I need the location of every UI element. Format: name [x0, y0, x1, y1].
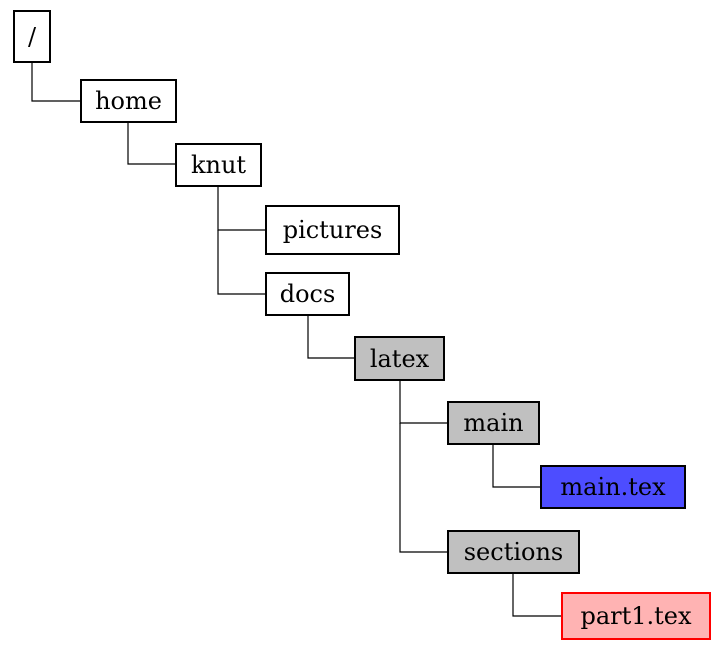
- folder-node-docs[interactable]: docs: [265, 272, 350, 316]
- edge-root-home: [31, 63, 80, 102]
- edge-sections-part1: [512, 574, 561, 617]
- folder-node-pictures[interactable]: pictures: [265, 205, 400, 255]
- folder-node-sections[interactable]: sections: [447, 530, 580, 574]
- file-node-part1-tex[interactable]: part1.tex: [561, 592, 711, 640]
- edge-latex-sections: [399, 423, 447, 553]
- folder-node-home[interactable]: home: [80, 79, 177, 123]
- edge-latex-main: [399, 381, 447, 424]
- file-node-main-tex[interactable]: main.tex: [540, 465, 686, 509]
- edge-knut-docs: [217, 230, 265, 295]
- folder-node-knut[interactable]: knut: [175, 143, 262, 187]
- folder-node-main[interactable]: main: [447, 401, 540, 445]
- folder-node-root[interactable]: /: [13, 10, 51, 63]
- edge-docs-latex: [307, 316, 354, 359]
- edge-knut-pictures: [217, 187, 265, 231]
- edge-home-knut: [127, 123, 175, 165]
- edge-main-maintex: [492, 445, 540, 488]
- folder-node-latex[interactable]: latex: [354, 336, 445, 381]
